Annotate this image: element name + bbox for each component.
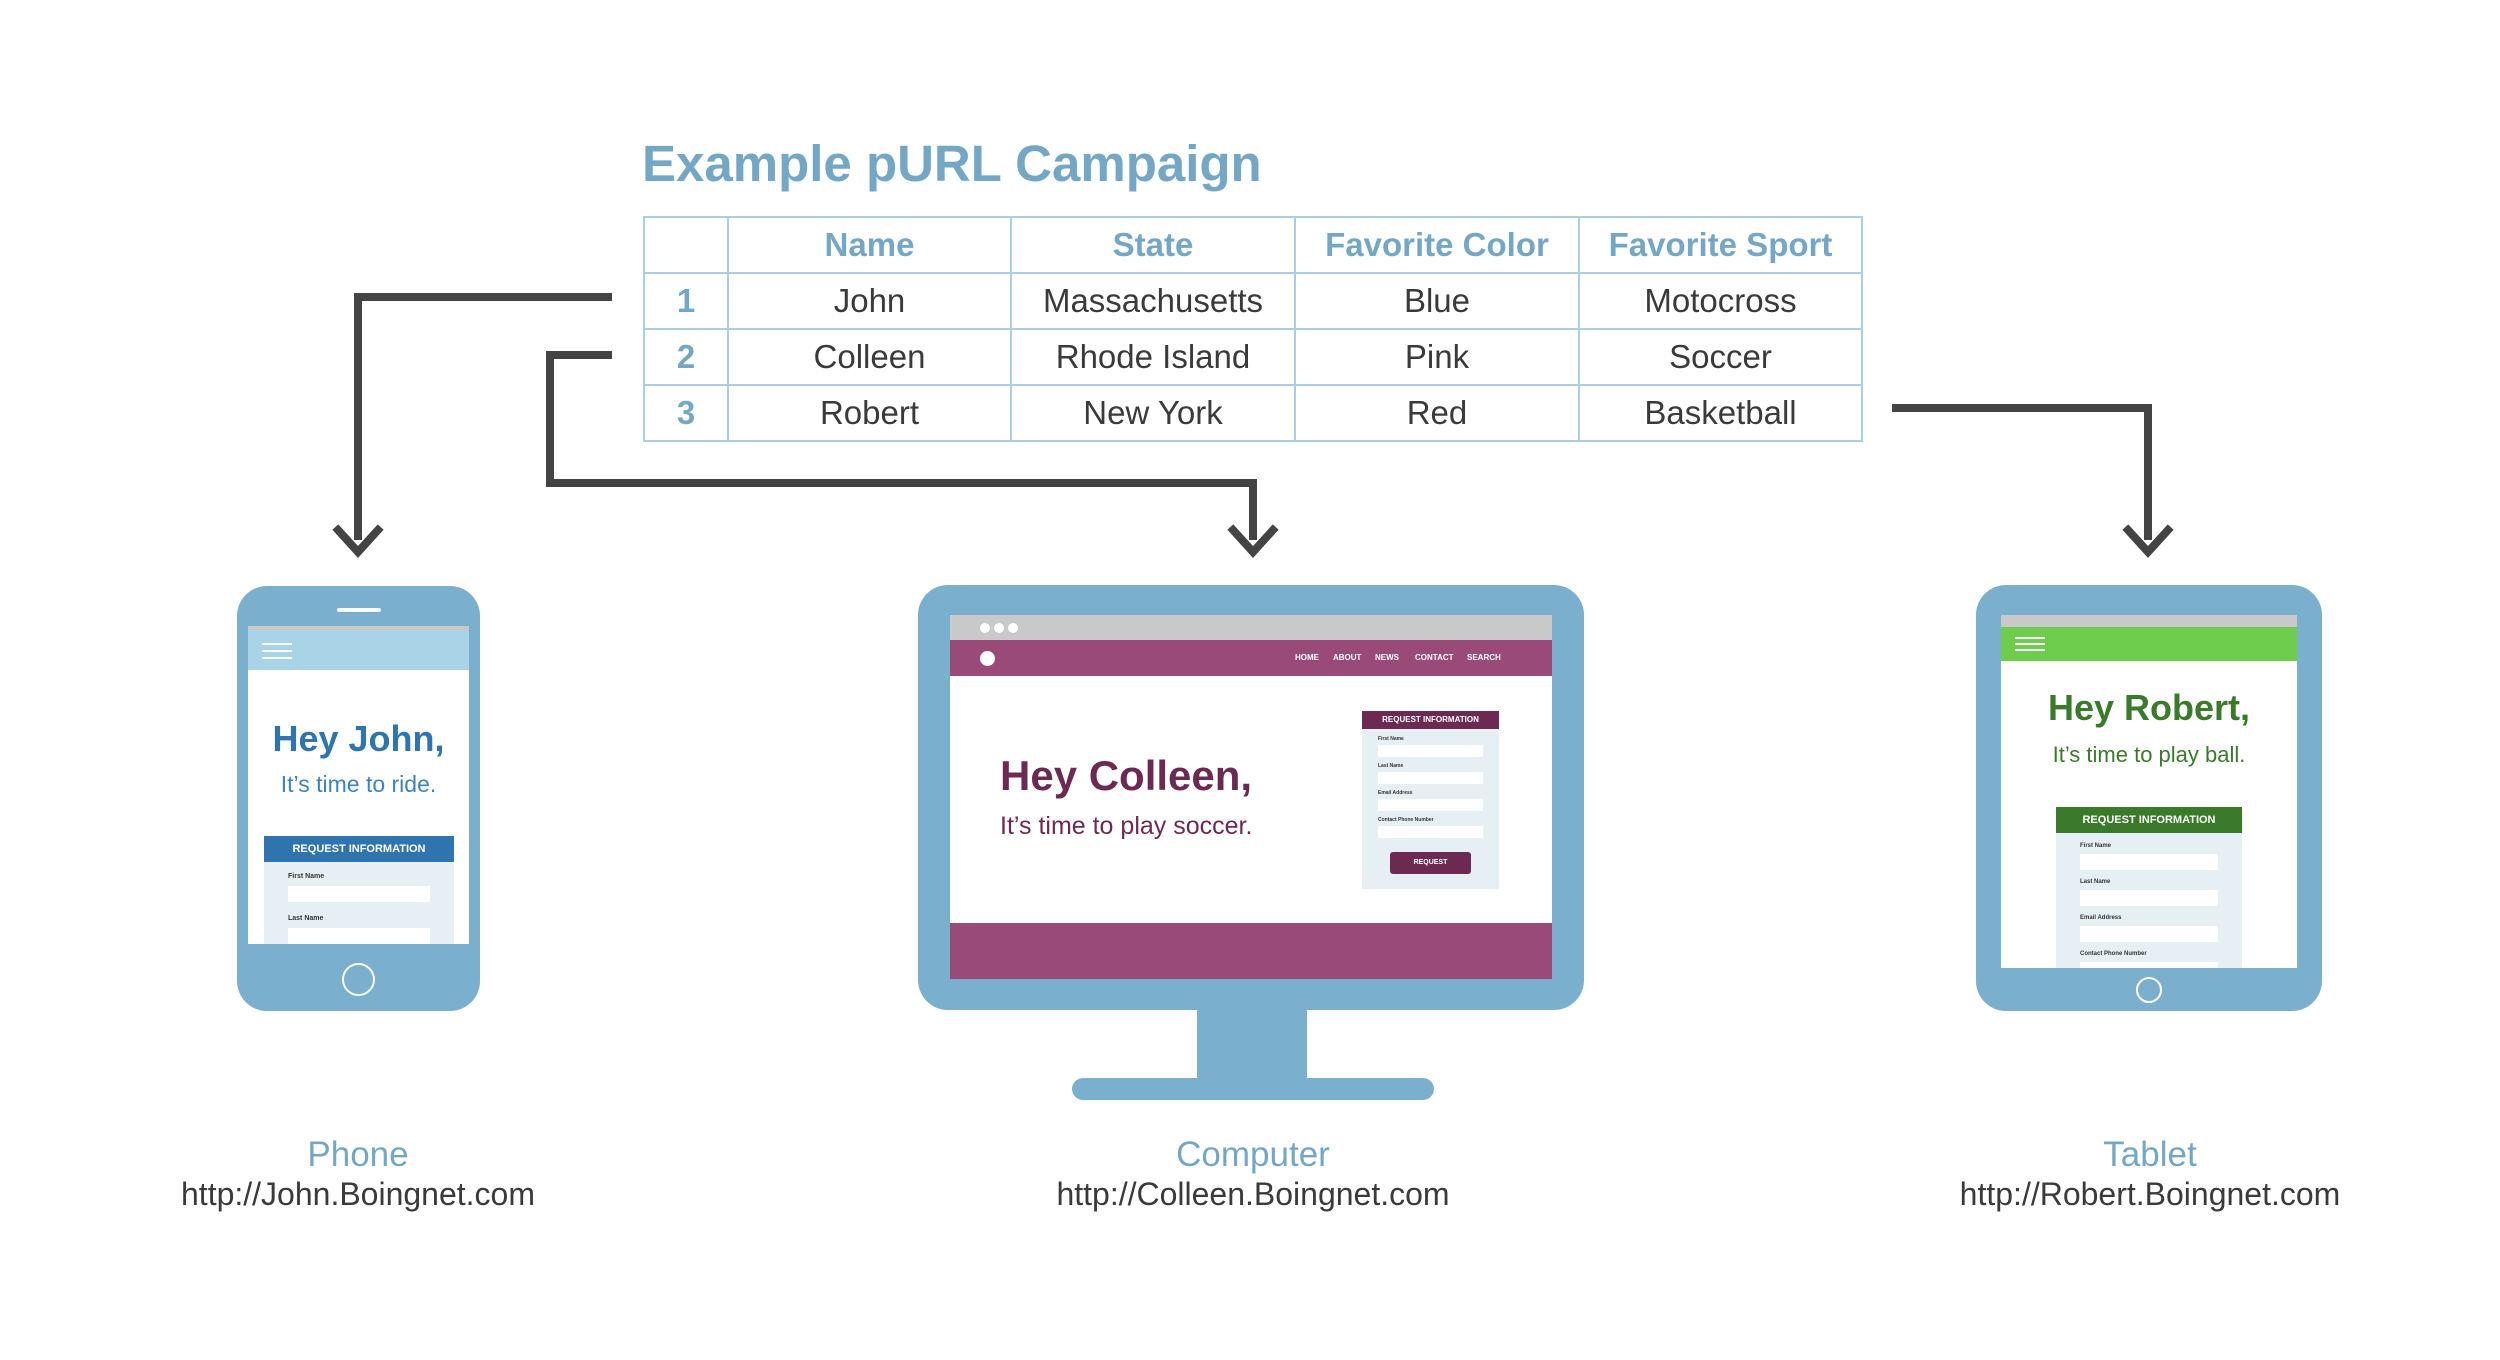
phone-first-name-input[interactable] [288, 886, 430, 902]
computer-url[interactable]: http://Colleen.Boingnet.com [1056, 1176, 1450, 1212]
computer-greeting: Hey Colleen, [1000, 752, 1253, 799]
cell-color: Red [1294, 384, 1580, 442]
phone-greeting: Hey John, [272, 718, 445, 759]
computer-field-label: Last Name [1378, 763, 1404, 769]
cell-sport: Soccer [1578, 328, 1863, 386]
cell-name: John [727, 272, 1012, 330]
header-name: Name [727, 216, 1012, 274]
tablet-field-label: First Name [2080, 843, 2112, 849]
computer-footer [950, 923, 1552, 979]
nav-contact[interactable]: CONTACT [1415, 653, 1454, 662]
cell-name: Robert [727, 384, 1012, 442]
tablet-nav-bar [2001, 627, 2297, 661]
phone-speaker-icon [337, 608, 381, 612]
phone-status-bar [248, 626, 469, 630]
tablet-greeting: Hey Robert, [2047, 687, 2251, 728]
phone-device: Hey John, It’s time to ride. REQUEST INF… [237, 586, 480, 1011]
tablet-form-title: REQUEST INFORMATION [2056, 807, 2242, 833]
computer-nav-bar: HOME ABOUT NEWS CONTACT SEARCH [950, 640, 1552, 676]
tablet-last-name-input[interactable] [2080, 890, 2218, 906]
header-favorite-color: Favorite Color [1294, 216, 1580, 274]
computer-field-label: First Name [1378, 736, 1404, 742]
arrowhead-tablet-icon [2122, 524, 2174, 558]
tablet-phone-input[interactable] [2080, 962, 2218, 968]
table-row: 2 Colleen Rhode Island Pink Soccer [643, 328, 1863, 386]
site-logo-icon[interactable] [980, 651, 995, 666]
phone-nav-bar [248, 630, 469, 670]
computer-subtext: It’s time to play soccer. [1000, 812, 1253, 840]
phone-request-form: REQUEST INFORMATION First Name Last Name [264, 836, 454, 944]
header-state: State [1010, 216, 1296, 274]
tablet-field-label: Last Name [2080, 879, 2111, 885]
browser-bar [950, 615, 1552, 640]
cell-state: Rhode Island [1010, 328, 1296, 386]
tablet-email-input[interactable] [2080, 926, 2218, 942]
hamburger-menu-icon[interactable] [262, 643, 292, 659]
arrowhead-phone-icon [332, 524, 384, 558]
phone-field-label: First Name [288, 873, 325, 880]
window-dot-icon [980, 623, 990, 633]
nav-search[interactable]: SEARCH [1467, 653, 1501, 662]
tablet-first-name-input[interactable] [2080, 854, 2218, 870]
computer-email-input[interactable] [1378, 799, 1483, 811]
tablet-request-form: REQUEST INFORMATION First Name Last Name… [2056, 807, 2242, 968]
phone-field-label: Last Name [288, 915, 324, 922]
table-header-row: Name State Favorite Color Favorite Sport [643, 216, 1863, 274]
computer-request-form: REQUEST INFORMATION First Name Last Name… [1362, 711, 1499, 889]
row-index: 3 [643, 384, 729, 442]
tablet-subtext: It’s time to play ball. [2052, 742, 2246, 767]
nav-news[interactable]: NEWS [1375, 653, 1399, 662]
phone-subtext: It’s time to ride. [280, 771, 437, 797]
tablet-url[interactable]: http://Robert.Boingnet.com [1959, 1176, 2341, 1212]
computer-phone-input[interactable] [1378, 826, 1483, 838]
phone-home-button[interactable] [342, 963, 375, 996]
campaign-table: Name State Favorite Color Favorite Sport… [643, 216, 1863, 442]
cell-sport: Motocross [1578, 272, 1863, 330]
phone-last-name-input[interactable] [288, 928, 430, 944]
table-row: 1 John Massachusetts Blue Motocross [643, 272, 1863, 330]
cell-name: Colleen [727, 328, 1012, 386]
diagram-title: Example pURL Campaign [642, 135, 1262, 192]
request-button[interactable]: REQUEST [1390, 852, 1471, 874]
computer-field-label: Email Address [1378, 790, 1413, 796]
phone-screen: Hey John, It’s time to ride. REQUEST INF… [248, 626, 469, 944]
tablet-field-label: Contact Phone Number [2080, 951, 2147, 957]
header-favorite-sport: Favorite Sport [1578, 216, 1863, 274]
cell-color: Pink [1294, 328, 1580, 386]
computer-form-title: REQUEST INFORMATION [1362, 711, 1499, 729]
cell-sport: Basketball [1578, 384, 1863, 442]
phone-url[interactable]: http://John.Boingnet.com [181, 1176, 535, 1212]
computer-monitor: HOME ABOUT NEWS CONTACT SEARCH Hey Colle… [918, 585, 1584, 1010]
cell-state: New York [1010, 384, 1296, 442]
window-dot-icon [994, 623, 1004, 633]
monitor-stand-base [1072, 1078, 1434, 1100]
tablet-caption: Tablet [2103, 1135, 2197, 1174]
phone-caption: Phone [307, 1135, 409, 1174]
row-index: 1 [643, 272, 729, 330]
arrow-to-tablet [1892, 404, 2152, 540]
computer-field-label: Contact Phone Number [1378, 817, 1434, 823]
tablet-device: Hey Robert, It’s time to play ball. REQU… [1976, 585, 2322, 1011]
header-index [643, 216, 729, 274]
hamburger-menu-icon[interactable] [2015, 637, 2045, 653]
arrowhead-computer-icon [1227, 524, 1279, 558]
cell-color: Blue [1294, 272, 1580, 330]
cell-state: Massachusetts [1010, 272, 1296, 330]
computer-last-name-input[interactable] [1378, 772, 1483, 784]
computer-caption: Computer [1176, 1135, 1330, 1174]
row-index: 2 [643, 328, 729, 386]
tablet-home-button[interactable] [2136, 977, 2162, 1003]
phone-form-title: REQUEST INFORMATION [264, 836, 454, 862]
tablet-status-bar [2001, 615, 2297, 627]
nav-home[interactable]: HOME [1295, 653, 1319, 662]
tablet-field-label: Email Address [2080, 915, 2122, 921]
monitor-stand-neck [1197, 1008, 1307, 1082]
arrow-to-phone [354, 293, 612, 540]
table-row: 3 Robert New York Red Basketball [643, 384, 1863, 442]
window-dot-icon [1008, 623, 1018, 633]
tablet-screen: Hey Robert, It’s time to play ball. REQU… [2001, 615, 2297, 968]
computer-first-name-input[interactable] [1378, 745, 1483, 757]
nav-about[interactable]: ABOUT [1333, 653, 1362, 662]
computer-screen: HOME ABOUT NEWS CONTACT SEARCH Hey Colle… [950, 615, 1552, 979]
